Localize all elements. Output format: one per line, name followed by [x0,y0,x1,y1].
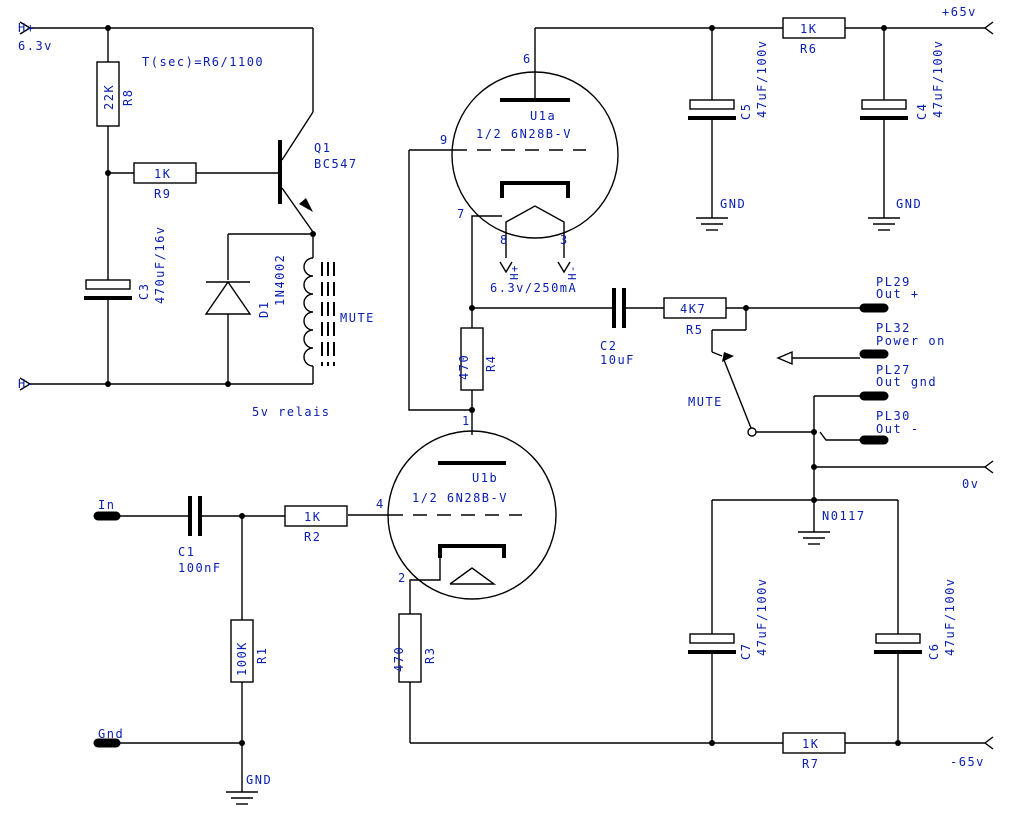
c3-ref: C3 [137,283,151,300]
r8-value: 22K [102,84,116,110]
r9-value: 1K [154,167,171,181]
pin-1: 1 [462,414,471,428]
h-plus-label: H+ [18,21,35,35]
pl32-name: Power on [876,334,946,348]
c4-ref: C4 [915,103,929,120]
pl30-ref: PL30 [876,409,911,423]
h-plus-voltage: 6.3v [18,39,53,53]
labels: H+ 6.3v H- T(sec)=R6/1100 Q1 BC547 22K R… [18,5,985,787]
node-label: N0117 [822,509,866,523]
c2-ref: C2 [600,339,617,353]
c4-value: 47uF/100v [931,39,945,118]
c7-ref: C7 [739,643,753,660]
d1-ref: D1 [257,301,271,318]
pin-9: 9 [440,133,449,147]
r1-value: 100K [235,641,249,676]
u1b-heater [449,567,497,585]
pin-3: 3 [560,233,569,247]
c2-value: 10uF [600,353,635,367]
relay-mute-label: MUTE [340,311,375,325]
u1b-tube [348,430,557,614]
r9-ref: R9 [154,187,171,201]
c3-capacitor-plate [85,279,131,290]
output-coupling [408,150,860,437]
pin-8: 8 [500,233,509,247]
q1-ref: Q1 [314,141,331,155]
u1a-heater [505,205,565,230]
q1-emitter-arrow-icon [299,198,313,212]
plus-65v-label: +65v [942,5,977,19]
r5-value: 4K7 [680,302,706,316]
pl27-ref: PL27 [876,363,911,377]
c3-value: 470uF/16v [153,225,167,304]
r4-value: 470 [457,354,471,380]
u1b-part: 1/2 6N28B-V [412,491,508,505]
pl32-ref: PL32 [876,321,911,335]
mute-timer-circuit [19,21,335,391]
u1a-tube [409,28,619,308]
pin-6: 6 [523,52,532,66]
c1-ref: C1 [178,545,195,559]
u1a-ref: U1a [530,109,556,123]
timing-formula: T(sec)=R6/1100 [142,55,264,69]
heater-minus: H- [566,264,579,280]
input-circuit [93,496,783,805]
relay-coil-icon [303,257,314,367]
mute-switch-label: MUTE [688,395,723,409]
gnd-pad-label: Gnd [98,727,124,741]
r2-resistor [284,505,348,527]
d1-diode-icon [204,280,252,315]
c5-value: 47uF/100v [755,39,769,118]
r7-ref: R7 [802,757,819,771]
d1-part: 1N4002 [273,254,287,306]
r8-ref: R8 [121,89,135,106]
gnd-label-c4: GND [896,197,922,211]
pin-2: 2 [398,571,407,585]
q1-part: BC547 [314,157,358,171]
r5-ref: R5 [686,323,703,337]
heater-plus: H+ [508,264,521,280]
r3-value: 470 [392,646,406,672]
heater-spec: 6.3v/250mA [490,281,577,295]
r1-ref: R1 [255,647,269,664]
h-minus-label: H- [18,377,35,391]
minus-65v-label: -65v [950,755,985,769]
pin-4: 4 [376,497,385,511]
u1b-ref: U1b [472,471,498,485]
c5-ref: C5 [739,103,753,120]
r6-value: 1K [800,22,817,36]
in-label: In [98,498,115,512]
zero-v-label: 0v [962,477,979,491]
relay-label: 5v relais [252,405,331,419]
c7-value: 47uF/100v [755,577,769,656]
gnd-label-c5: GND [720,197,746,211]
pl27-name: Out gnd [876,375,937,389]
r2-ref: R2 [304,530,321,544]
positive-supply [535,17,994,231]
c6-ref: C6 [927,643,941,660]
pl30-name: Out - [876,422,920,436]
negative-supply [688,303,994,754]
c1-value: 100nF [178,561,222,575]
pl29-name: Out + [876,287,920,301]
pin-7: 7 [457,207,466,221]
u1a-part: 1/2 6N28B-V [476,127,572,141]
r7-value: 1K [802,737,819,751]
mute-switch-arrow-icon [722,352,734,362]
r4-ref: R4 [484,355,498,372]
r3-ref: R3 [423,647,437,664]
c6-value: 47uF/100v [943,577,957,656]
pl29-ref: PL29 [876,275,911,289]
gnd-label-input: GND [246,773,272,787]
r2-value: 1K [304,510,321,524]
r6-ref: R6 [800,42,817,56]
